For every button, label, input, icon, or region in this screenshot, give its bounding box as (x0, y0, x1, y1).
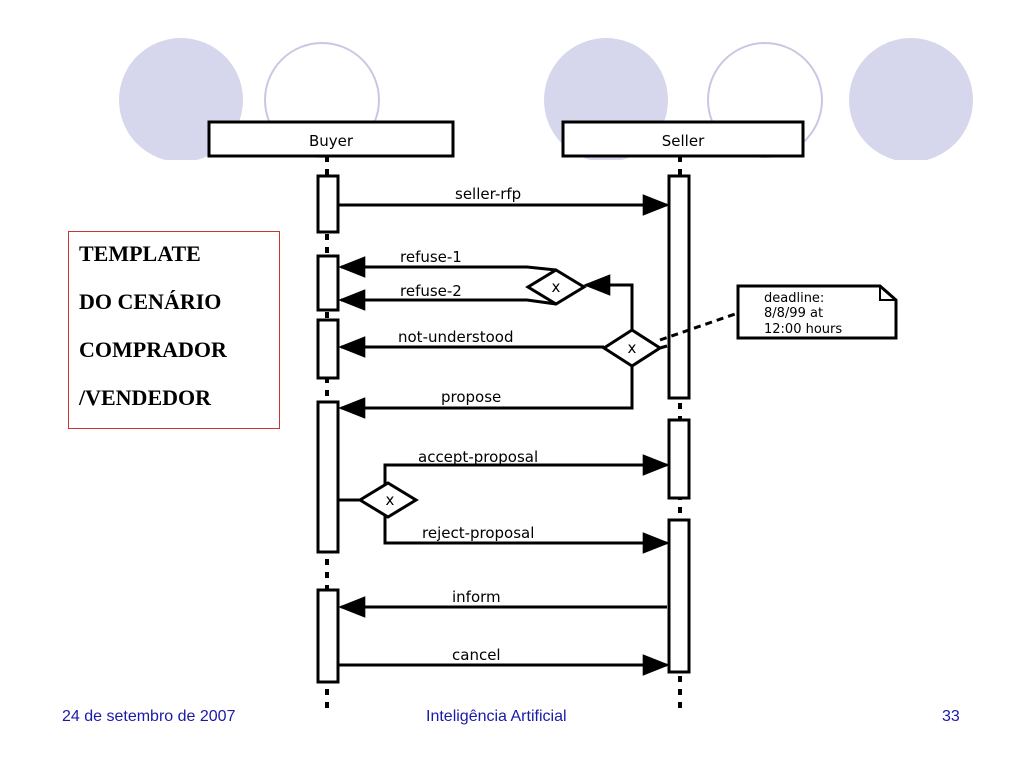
decision-2-to-decision-1 (583, 274, 634, 330)
seller-label: Seller (662, 132, 705, 150)
reject-proposal-label: reject-proposal (422, 524, 534, 542)
seller-activation-3 (667, 518, 691, 674)
seller-activation-1 (667, 174, 691, 400)
title-line-1: TEMPLATE (79, 241, 201, 266)
accept-proposal-label: accept-proposal (418, 448, 538, 466)
not-understood-label: not-understood (398, 328, 513, 346)
note-line-3: 12:00 hours (764, 322, 842, 337)
buyer-activation-1 (316, 174, 340, 234)
footer-page-number: 33 (942, 708, 960, 725)
note-line-2: 8/8/99 at (764, 306, 823, 321)
seller-lifeline-header: Seller (561, 120, 805, 158)
decision-2-symbol: x (628, 339, 637, 357)
reject-proposal-arrow (383, 515, 670, 554)
seller-rfp-label: seller-rfp (455, 185, 521, 203)
title-line-4: /VENDEDOR (79, 385, 212, 410)
buyer-lifeline-header: Buyer (207, 120, 455, 158)
decision-diamond-3 (357, 481, 419, 519)
decision-1-symbol: x (552, 278, 561, 296)
deadline-note: deadline: 8/8/99 at 12:00 hours (736, 284, 898, 340)
refuse-2-label: refuse-2 (400, 282, 462, 300)
propose-arrow (338, 366, 634, 419)
title-line-2: DO CENÁRIO (79, 289, 222, 314)
buyer-activation-3 (316, 318, 340, 380)
footer-course-title: Inteligência Artificial (426, 708, 567, 725)
buyer-label: Buyer (309, 132, 354, 150)
accept-proposal-arrow (383, 454, 670, 485)
seller-activation-2 (667, 418, 691, 500)
decision-3-symbol: x (386, 491, 395, 509)
buyer-activations (316, 174, 340, 684)
title-line-3: COMPRADOR (79, 337, 227, 362)
buyer-activation-5 (316, 588, 340, 684)
buyer-activation-4 (316, 400, 340, 554)
refuse-1-label: refuse-1 (400, 248, 462, 266)
cancel-label: cancel (452, 646, 501, 664)
refuse-2-arrow (338, 289, 557, 311)
slide-title-box: TEMPLATE DO CENÁRIO COMPRADOR /VENDEDOR (68, 231, 280, 429)
seller-activations (667, 174, 691, 674)
propose-label: propose (441, 388, 501, 406)
footer-date: 24 de setembro de 2007 (62, 708, 236, 725)
buyer-activation-2 (316, 254, 340, 312)
note-line-1: deadline: (764, 291, 824, 306)
seller-to-decision-2 (659, 344, 668, 350)
deco-circle-filled-3 (849, 38, 973, 160)
refuse-1-arrow (338, 256, 557, 278)
note-connector (659, 311, 739, 342)
inform-label: inform (452, 588, 501, 606)
